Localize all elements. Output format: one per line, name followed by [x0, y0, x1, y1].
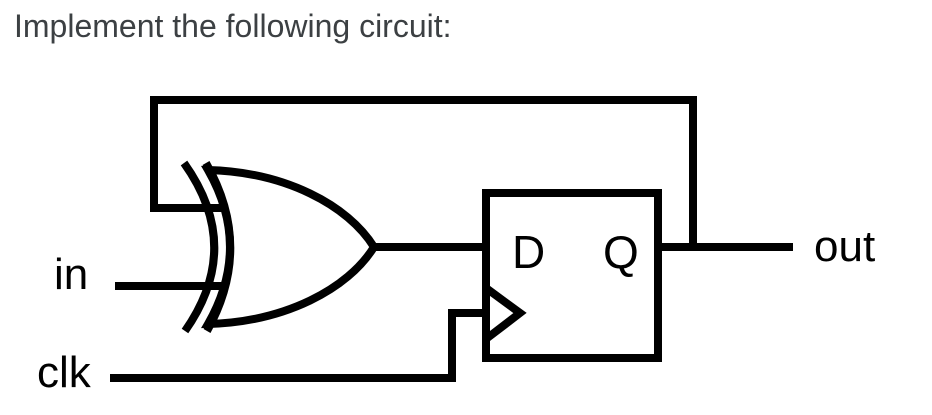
- clk-label: clk: [37, 348, 92, 397]
- page-title: Implement the following circuit:: [14, 8, 452, 44]
- in-label: in: [54, 250, 88, 299]
- xor-gate-back-arc: [180, 160, 219, 334]
- clk-wire: [110, 309, 482, 382]
- dff-box: [482, 189, 662, 362]
- dff-q-port-label: Q: [603, 226, 639, 278]
- dff-clock-triangle-icon: [483, 284, 527, 343]
- feedback-wire: [150, 96, 697, 247]
- dff-d-port-label: D: [512, 226, 545, 278]
- d-flip-flop: D Q: [482, 189, 662, 362]
- xor-gate-left-arc: [202, 161, 235, 333]
- xor-gate: [180, 160, 379, 334]
- out-label: out: [814, 222, 875, 271]
